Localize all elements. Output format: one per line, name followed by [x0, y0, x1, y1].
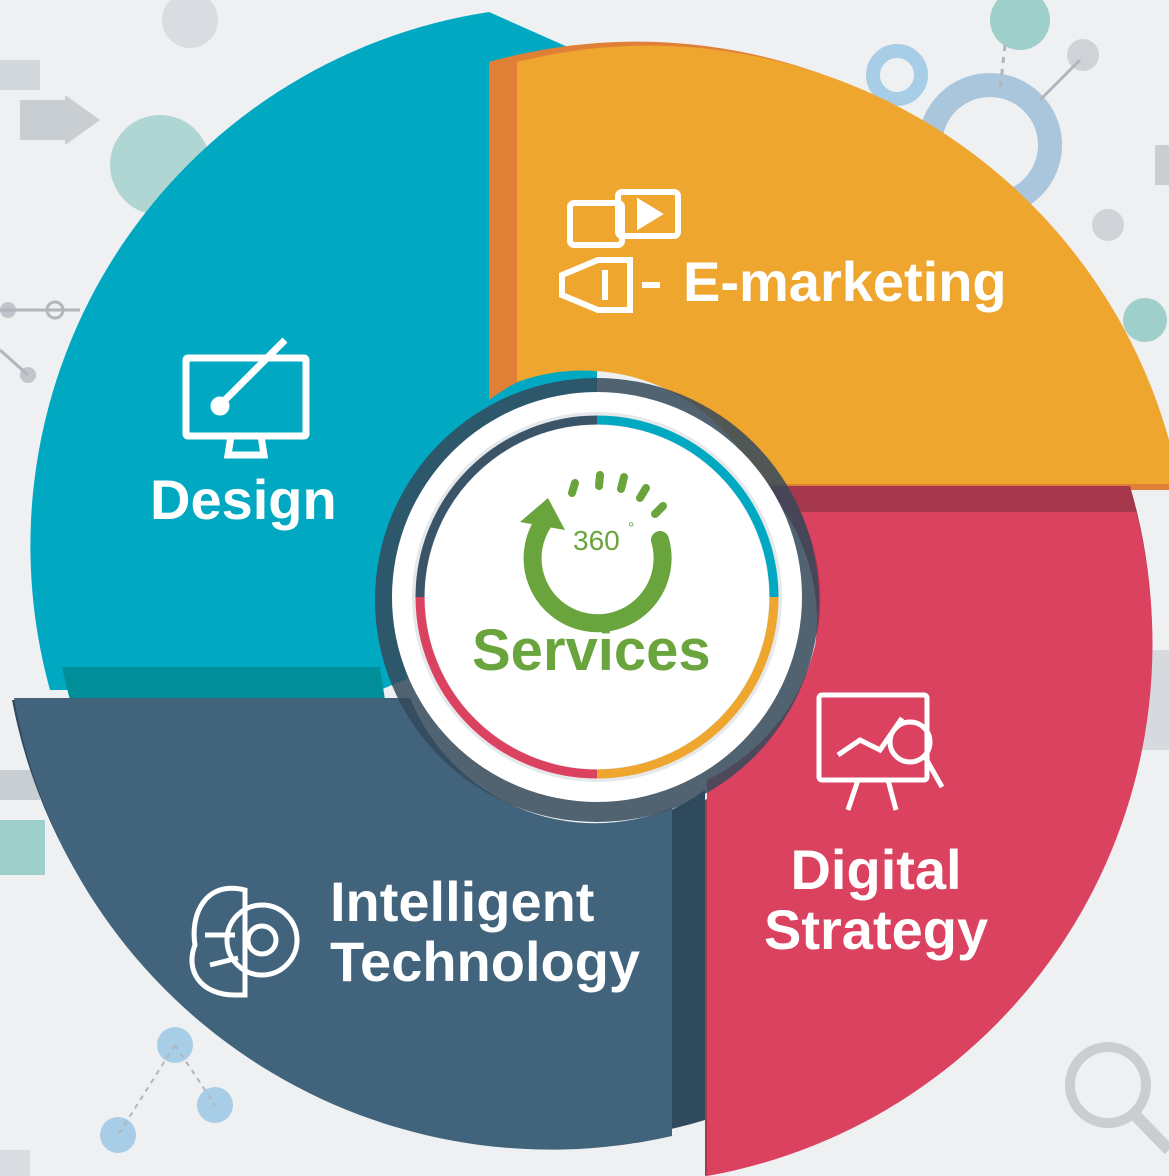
- design-line: Design: [150, 468, 337, 531]
- center-title: Services: [472, 618, 711, 683]
- presentation-analytics-icon: [816, 692, 945, 811]
- segment-label-design: Design: [150, 468, 337, 531]
- segment-digital: [705, 486, 1153, 1176]
- refresh-360-icon: [520, 471, 672, 633]
- center-number: 360: [573, 525, 620, 556]
- monitor-brush-icon: [182, 337, 310, 459]
- digital-line-2: Strategy: [764, 898, 989, 962]
- segment-label-emarketing: E-marketing: [683, 250, 1007, 313]
- segment-label-intelligent-technology: Intelligent Technology: [330, 870, 641, 994]
- intelligent-line-1: Intelligent: [330, 870, 595, 933]
- segment-emarketing: [489, 41, 1169, 490]
- intelligent-line-2: Technology: [330, 930, 641, 994]
- digital-line-1: Digital: [790, 838, 962, 901]
- center-hub: [375, 378, 819, 822]
- brain-gear-icon: [189, 885, 300, 998]
- segment-intelligent: [12, 698, 705, 1150]
- segment-label-digital-strategy: Digital Strategy: [764, 838, 989, 962]
- megaphone-chat-icon: [559, 189, 681, 313]
- emarketing-line: E-marketing: [683, 250, 1007, 313]
- center-degree: °: [628, 520, 635, 537]
